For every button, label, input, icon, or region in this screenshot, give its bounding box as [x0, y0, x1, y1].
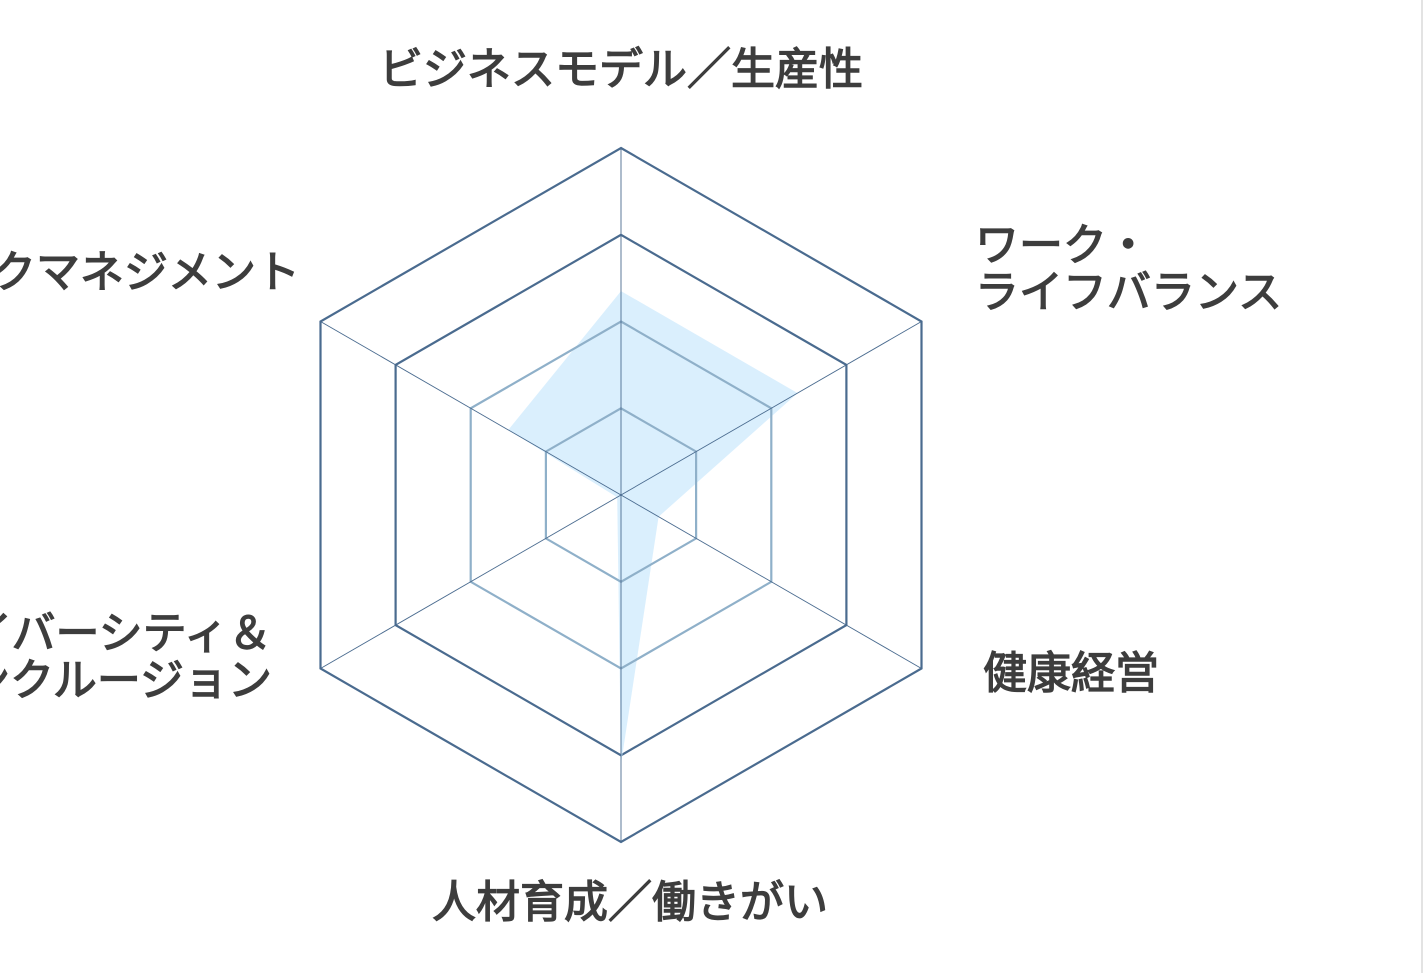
axis-label-4: ダイバーシティ＆インクルージョン [0, 608, 272, 706]
axis-spoke-5 [320, 321, 622, 496]
axis-label-0: ビジネスモデル／生産性 [379, 44, 863, 95]
axis-label-3: 人材育成／働きがい [432, 877, 828, 928]
axis-label-1-line-1: ライフバランス [975, 267, 1282, 318]
axis-spoke-4 [320, 494, 622, 669]
axis-spoke-1 [620, 321, 922, 496]
axis-label-1-line-0: ワーク・ [975, 220, 1150, 271]
right-edge-divider [1421, 0, 1423, 973]
series-area-0 [508, 291, 798, 764]
axis-label-1: ワーク・ライフバランス [975, 220, 1282, 318]
axis-label-5-line-0: リスクマネジメント [0, 247, 300, 298]
axis-label-0-line-0: ビジネスモデル／生産性 [379, 44, 863, 95]
axis-label-3-line-0: 人材育成／働きがい [432, 877, 828, 928]
axis-label-5: リスクマネジメント [0, 247, 300, 298]
axis-spoke-2 [620, 494, 922, 669]
axis-label-4-line-1: インクルージョン [0, 655, 272, 706]
axis-label-2-line-0: 健康経営 [983, 648, 1159, 699]
series-layer [508, 291, 798, 764]
axis-label-2: 健康経営 [983, 648, 1159, 699]
axis-label-4-line-0: ダイバーシティ＆ [0, 608, 272, 659]
axis-spokes [320, 148, 922, 842]
